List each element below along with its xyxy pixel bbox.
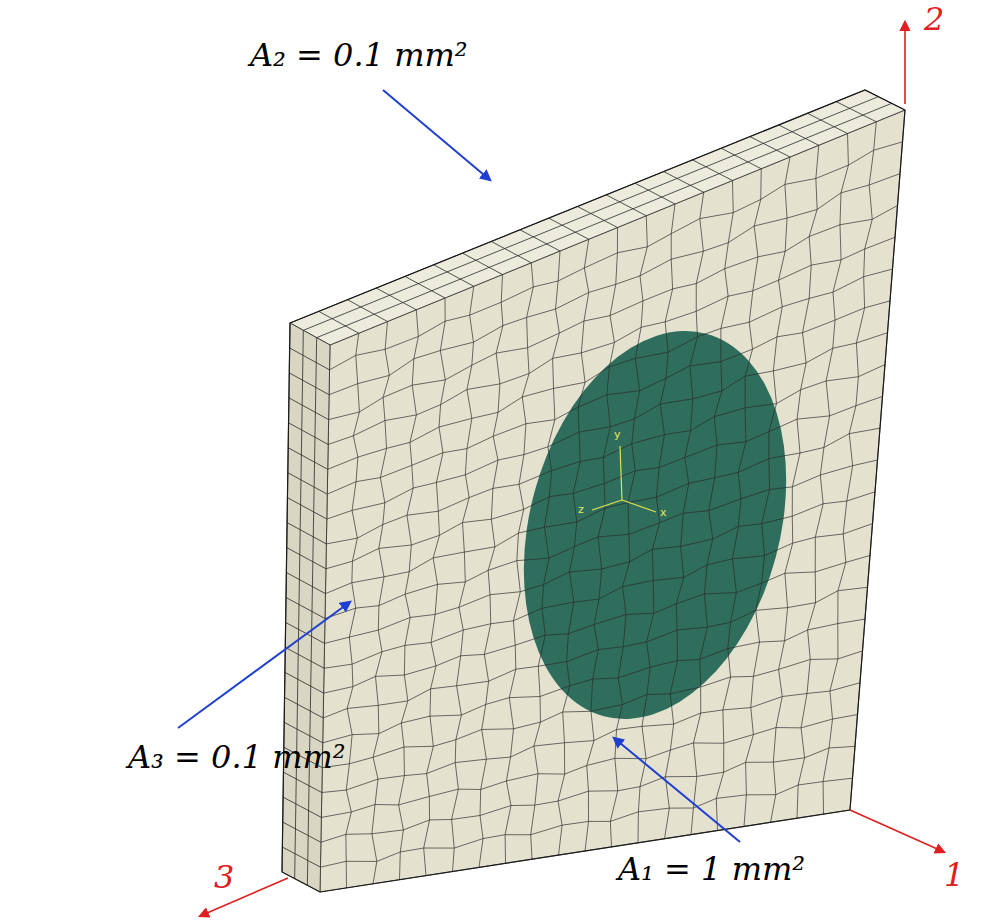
mesh-line <box>330 142 903 370</box>
mesh-line <box>307 338 316 886</box>
mesh-line <box>606 195 646 216</box>
mesh-line <box>479 275 503 868</box>
mesh-line <box>287 523 326 544</box>
mesh-line <box>578 207 618 228</box>
axis-label: 3 <box>214 858 234 896</box>
mesh-line <box>319 311 359 333</box>
mesh-line <box>463 253 503 274</box>
mesh-line <box>295 330 304 878</box>
mesh-line <box>664 172 704 193</box>
mesh-line <box>286 573 325 594</box>
mesh-line <box>531 251 560 859</box>
mesh-line <box>324 555 870 693</box>
leader-line <box>383 90 490 180</box>
mesh-line <box>823 122 876 814</box>
leader-line <box>178 602 350 728</box>
mesh-line <box>290 323 330 345</box>
mesh-line <box>491 241 531 262</box>
mesh-line <box>330 110 905 345</box>
local-x-axis <box>622 500 656 512</box>
mesh-line <box>346 333 360 888</box>
mesh-line <box>744 157 790 826</box>
local-z-axis <box>592 500 622 510</box>
mesh-line <box>376 288 416 310</box>
mesh-line <box>290 348 330 370</box>
area-label: A₂ = 0.1 mm² <box>250 36 468 74</box>
mesh-line <box>520 230 560 251</box>
mesh-line <box>638 204 675 843</box>
mesh-line <box>693 160 733 181</box>
axis-3-arrow <box>200 878 288 916</box>
mesh-line <box>330 110 905 345</box>
area-label: A₁ = 1 mm² <box>618 850 805 888</box>
mesh-line <box>322 651 862 768</box>
meshed-plate <box>282 90 905 892</box>
mesh-line <box>325 460 878 619</box>
top-face <box>290 90 905 345</box>
mesh-line <box>286 598 325 619</box>
mesh-line <box>283 797 321 817</box>
axis-label: 2 <box>924 0 944 38</box>
mesh-line <box>285 697 324 718</box>
mesh-line <box>323 619 865 743</box>
mesh-line <box>329 205 898 419</box>
mesh-line <box>326 365 885 544</box>
mesh-line <box>424 298 446 876</box>
mesh-line <box>399 310 419 880</box>
local-axis-triad <box>592 446 656 512</box>
mesh-line <box>405 276 445 298</box>
mesh-line <box>348 300 388 322</box>
mesh-line <box>287 548 326 569</box>
mesh-line <box>285 647 324 668</box>
mesh-line <box>558 239 589 855</box>
global-axes <box>200 22 944 916</box>
top-mesh <box>290 90 905 345</box>
mesh-line <box>452 286 474 871</box>
mesh-line <box>434 265 474 287</box>
mesh-line <box>289 423 329 445</box>
mesh-line <box>691 181 733 835</box>
mesh-line <box>665 192 704 838</box>
axis-label: 1 <box>944 856 964 894</box>
mesh-line <box>287 498 326 519</box>
mesh-line <box>282 847 320 867</box>
local-axis-label: z <box>578 503 584 516</box>
mesh-line <box>327 333 888 519</box>
local-axis-label: x <box>660 506 667 519</box>
mesh-line <box>328 237 895 444</box>
mesh-line <box>317 103 892 337</box>
mesh-line <box>372 322 389 884</box>
mesh-line <box>324 524 872 669</box>
plate-outline <box>282 90 905 892</box>
mesh-line <box>289 373 329 395</box>
area-label: A₃ = 0.1 mm² <box>128 738 346 776</box>
local-y-axis <box>620 446 622 500</box>
mesh-line <box>288 473 327 494</box>
local-axis-label: y <box>614 428 621 441</box>
mesh-line <box>610 216 647 847</box>
elliptical-region <box>483 301 827 748</box>
mesh-line <box>288 448 328 470</box>
leader-line <box>614 738 740 842</box>
axis-2-arrow <box>904 22 906 104</box>
mesh-line <box>716 169 761 831</box>
mesh-line <box>635 183 675 204</box>
mesh-line <box>289 398 329 420</box>
mesh-line <box>549 218 589 239</box>
mesh-line <box>771 145 819 822</box>
mesh-line <box>283 822 321 842</box>
mesh-line <box>797 134 848 819</box>
mesh-line <box>303 97 878 331</box>
mesh-line <box>285 672 324 693</box>
mesh-line <box>585 228 618 852</box>
mesh-line <box>505 263 533 864</box>
axis-1-arrow <box>850 810 944 852</box>
leader-lines <box>178 90 740 842</box>
